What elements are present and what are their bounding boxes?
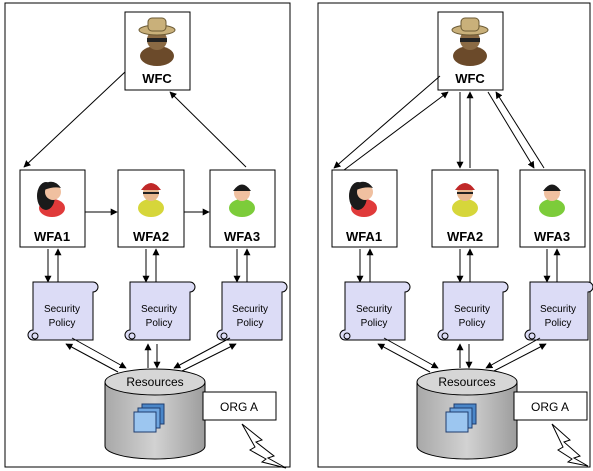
resources-label: Resources	[438, 375, 495, 389]
wfc-label: WFC	[142, 71, 172, 86]
document-stack-icon	[133, 403, 165, 433]
coordinator-avatar-icon	[138, 17, 176, 66]
policy-line1: Security	[141, 304, 177, 315]
org-label: ORG A	[220, 400, 258, 414]
document-stack-icon	[445, 403, 477, 433]
policy-line2: Policy	[545, 318, 572, 329]
wfa3-node: WFA3	[519, 169, 586, 248]
agent2-avatar-icon	[138, 183, 164, 217]
wfa1-node: WFA1	[331, 169, 398, 248]
resource-arrows	[377, 337, 547, 373]
policy-arrows	[356, 248, 561, 283]
flow-arrows	[333, 75, 545, 171]
agent3-avatar-icon	[539, 184, 565, 217]
policy-line1: Security	[356, 304, 392, 315]
policy-line1: Security	[232, 304, 268, 315]
policy-scroll-3: Security Policy	[524, 281, 593, 341]
wfc-label: WFC	[455, 71, 485, 86]
org-label: ORG A	[531, 400, 569, 414]
wfc-node: WFC	[124, 11, 191, 91]
policy-line2: Policy	[237, 318, 264, 329]
resources-database: Resources	[416, 368, 518, 460]
wfa3-label: WFA3	[224, 229, 260, 244]
flow-arrows	[23, 71, 247, 216]
wfa1-label: WFA1	[34, 229, 70, 244]
wfc-node: WFC	[437, 11, 504, 91]
wfa1-label: WFA1	[346, 229, 382, 244]
wfa2-node: WFA2	[117, 169, 185, 248]
lightning-arrow-icon	[241, 423, 287, 469]
policy-scroll-1: Security Policy	[27, 281, 99, 341]
policy-scroll-3: Security Policy	[216, 281, 288, 341]
wfa3-label: WFA3	[534, 229, 570, 244]
policy-line2: Policy	[146, 318, 173, 329]
resources-label: Resources	[126, 375, 183, 389]
wfa2-label: WFA2	[447, 229, 483, 244]
policy-line1: Security	[44, 304, 80, 315]
agent3-avatar-icon	[229, 184, 255, 217]
wfa2-node: WFA2	[431, 169, 499, 248]
wfa1-node: WFA1	[19, 169, 86, 248]
wfa2-label: WFA2	[133, 229, 169, 244]
policy-line2: Policy	[459, 318, 486, 329]
resources-database: Resources	[104, 368, 206, 460]
policy-line1: Security	[454, 304, 490, 315]
agent2-avatar-icon	[452, 183, 478, 217]
policy-scroll-1: Security Policy	[339, 281, 411, 341]
policy-line2: Policy	[49, 318, 76, 329]
coordinator-avatar-icon	[451, 17, 489, 66]
policy-line2: Policy	[361, 318, 388, 329]
panel-right: WFC WFA1 WFA2	[317, 2, 593, 468]
resource-arrows	[65, 337, 237, 373]
policy-scroll-2: Security Policy	[124, 281, 196, 341]
wfa3-node: WFA3	[209, 169, 276, 248]
panel-left: WFC WFA1 WFA2	[4, 2, 291, 469]
org-box: ORG A	[202, 391, 277, 421]
lightning-arrow-icon	[551, 423, 589, 467]
policy-line1: Security	[540, 304, 576, 315]
agent1-avatar-icon	[37, 181, 65, 217]
org-box: ORG A	[513, 391, 588, 421]
policy-arrows	[44, 248, 251, 283]
policy-scroll-2: Security Policy	[437, 281, 509, 341]
agent1-avatar-icon	[349, 181, 377, 217]
